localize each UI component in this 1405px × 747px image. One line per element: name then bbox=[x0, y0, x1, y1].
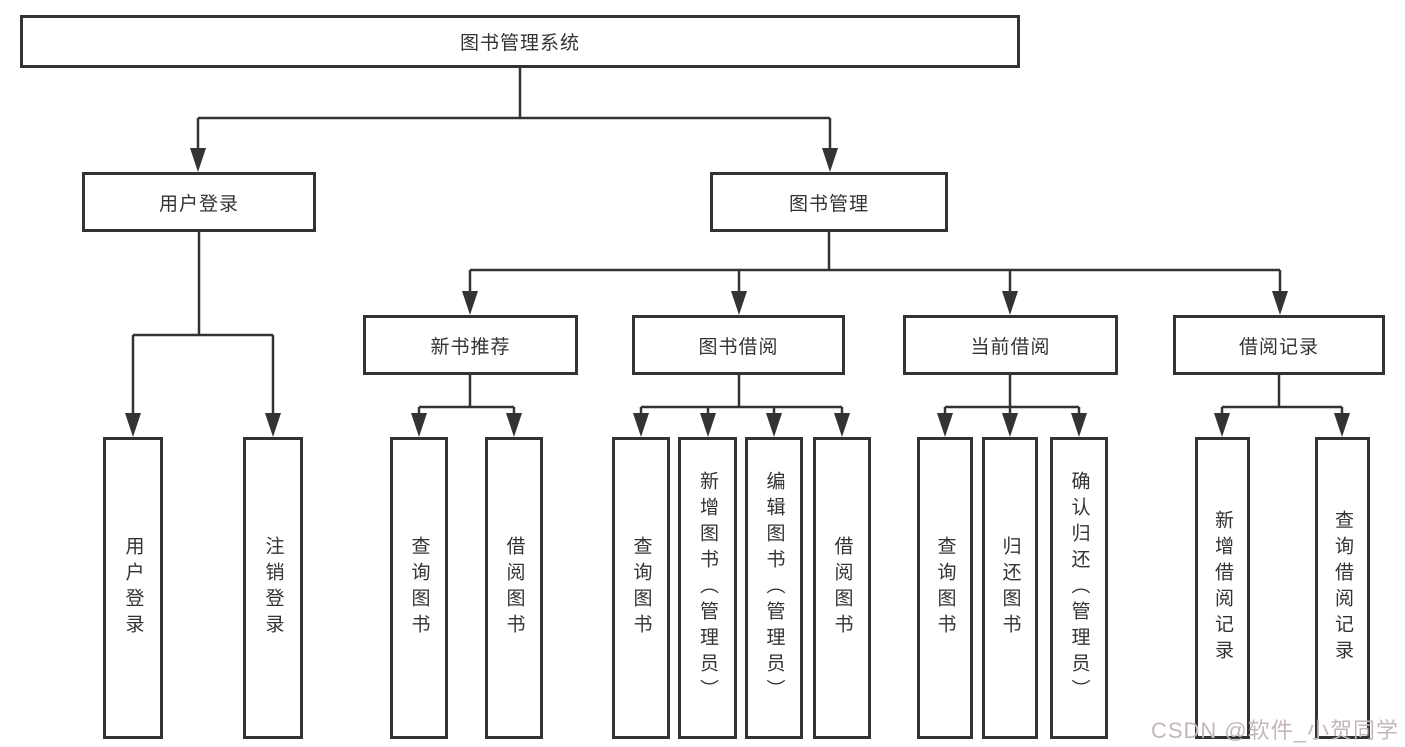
node-library-system: 图书管理系统 bbox=[20, 15, 1020, 68]
leaf-edit-books-admin: 编辑图书（管理员） bbox=[745, 437, 803, 739]
leaf-add-books-admin: 新增图书（管理员） bbox=[678, 437, 737, 739]
leaf-borrow-books-recommend: 借阅图书 bbox=[485, 437, 543, 739]
node-user-login: 用户登录 bbox=[82, 172, 316, 232]
leaf-return-books-label: 归还图书 bbox=[999, 536, 1021, 640]
leaf-add-books-admin-label: 新增图书（管理员） bbox=[697, 471, 718, 705]
leaf-query-borrow-record: 查询借阅记录 bbox=[1315, 437, 1370, 739]
leaf-confirm-return-admin-label: 确认归还（管理员） bbox=[1068, 471, 1090, 705]
leaf-edit-books-admin-label: 编辑图书（管理员） bbox=[763, 471, 785, 705]
leaf-query-books-recommend: 查询图书 bbox=[390, 437, 448, 739]
leaf-logout-login: 注销登录 bbox=[243, 437, 303, 739]
csdn-watermark: CSDN @软件_小贺同学 bbox=[1150, 718, 1399, 743]
node-book-management: 图书管理 bbox=[710, 172, 948, 232]
leaf-query-books-recommend-label: 查询图书 bbox=[408, 536, 430, 640]
leaf-query-books-current-label: 查询图书 bbox=[934, 536, 956, 640]
leaf-logout-login-label: 注销登录 bbox=[262, 536, 284, 640]
leaf-return-books: 归还图书 bbox=[982, 437, 1038, 739]
leaf-add-borrow-record-label: 新增借阅记录 bbox=[1212, 510, 1233, 666]
node-current-borrowing: 当前借阅 bbox=[903, 315, 1118, 375]
node-new-book-recommendation: 新书推荐 bbox=[363, 315, 578, 375]
node-book-borrowing: 图书借阅 bbox=[632, 315, 845, 375]
leaf-user-login: 用户登录 bbox=[103, 437, 163, 739]
leaf-borrow-books-borrowing: 借阅图书 bbox=[813, 437, 871, 739]
leaf-query-books-current: 查询图书 bbox=[917, 437, 973, 739]
leaf-borrow-books-borrowing-label: 借阅图书 bbox=[831, 536, 853, 640]
leaf-query-books-borrowing-label: 查询图书 bbox=[630, 536, 652, 640]
leaf-query-books-borrowing: 查询图书 bbox=[612, 437, 670, 739]
leaf-user-login-label: 用户登录 bbox=[122, 536, 144, 640]
leaf-add-borrow-record: 新增借阅记录 bbox=[1195, 437, 1250, 739]
node-borrowing-records: 借阅记录 bbox=[1173, 315, 1385, 375]
leaf-borrow-books-recommend-label: 借阅图书 bbox=[503, 536, 525, 640]
leaf-confirm-return-admin: 确认归还（管理员） bbox=[1050, 437, 1108, 739]
leaf-query-borrow-record-label: 查询借阅记录 bbox=[1332, 510, 1353, 666]
